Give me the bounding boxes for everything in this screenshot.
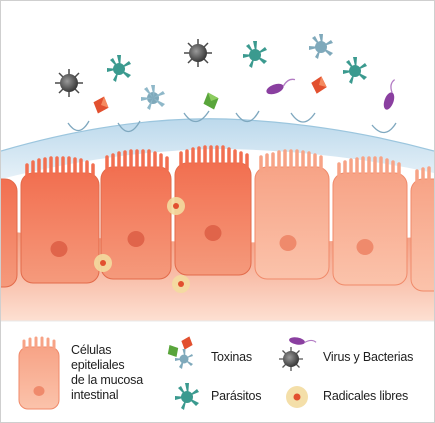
free-radical-icon <box>172 275 190 293</box>
free-radical-icon <box>167 197 185 215</box>
legend-free-radicals-label: Radicales libres <box>323 389 408 404</box>
legend-toxins-label: Toxinas <box>211 350 252 365</box>
legend-virus-bacteria-label: Virus y Bacterias <box>323 350 413 365</box>
parasite-icon <box>309 34 333 59</box>
epithelial-cell <box>411 168 434 291</box>
epithelial-cell <box>101 151 171 279</box>
parasite-icon <box>107 55 131 82</box>
virus-icon <box>55 69 83 97</box>
virus-icon <box>184 39 212 67</box>
virus-icon <box>279 347 303 371</box>
free-radical-icon <box>94 254 112 272</box>
epithelial-cell <box>21 158 99 283</box>
free-radical-icon <box>286 386 308 408</box>
bacteria-icon <box>382 79 401 111</box>
bacteria-icon <box>289 336 317 348</box>
parasite-icon <box>175 383 199 410</box>
epithelial-cell-icon <box>19 338 59 409</box>
epithelial-cell <box>255 151 329 279</box>
parasite-icon <box>175 349 193 369</box>
legend-parasites-label: Parásitos <box>211 389 261 404</box>
parasite-icon <box>343 57 367 84</box>
epithelial-cell <box>1 179 17 287</box>
parasite-icon <box>243 41 267 68</box>
toxin-icon <box>179 334 195 351</box>
toxin-icon <box>309 74 329 96</box>
epithelial-cells <box>1 147 434 291</box>
legend-line: de la mucosa <box>71 373 161 388</box>
parasite-icon <box>141 85 165 110</box>
epithelial-cell <box>175 147 251 275</box>
bacteria-icon <box>265 77 297 96</box>
legend-line: epiteliales <box>71 358 161 373</box>
epithelial-cell <box>333 158 407 285</box>
toxin-icon <box>164 342 181 360</box>
legend-line: Células <box>71 343 161 358</box>
toxin-icon <box>200 90 221 112</box>
legend-epithelial-cells-label: Células epiteliales de la mucosa intesti… <box>71 343 161 403</box>
toxin-icon <box>90 94 111 116</box>
legend-line: intestinal <box>71 388 161 403</box>
